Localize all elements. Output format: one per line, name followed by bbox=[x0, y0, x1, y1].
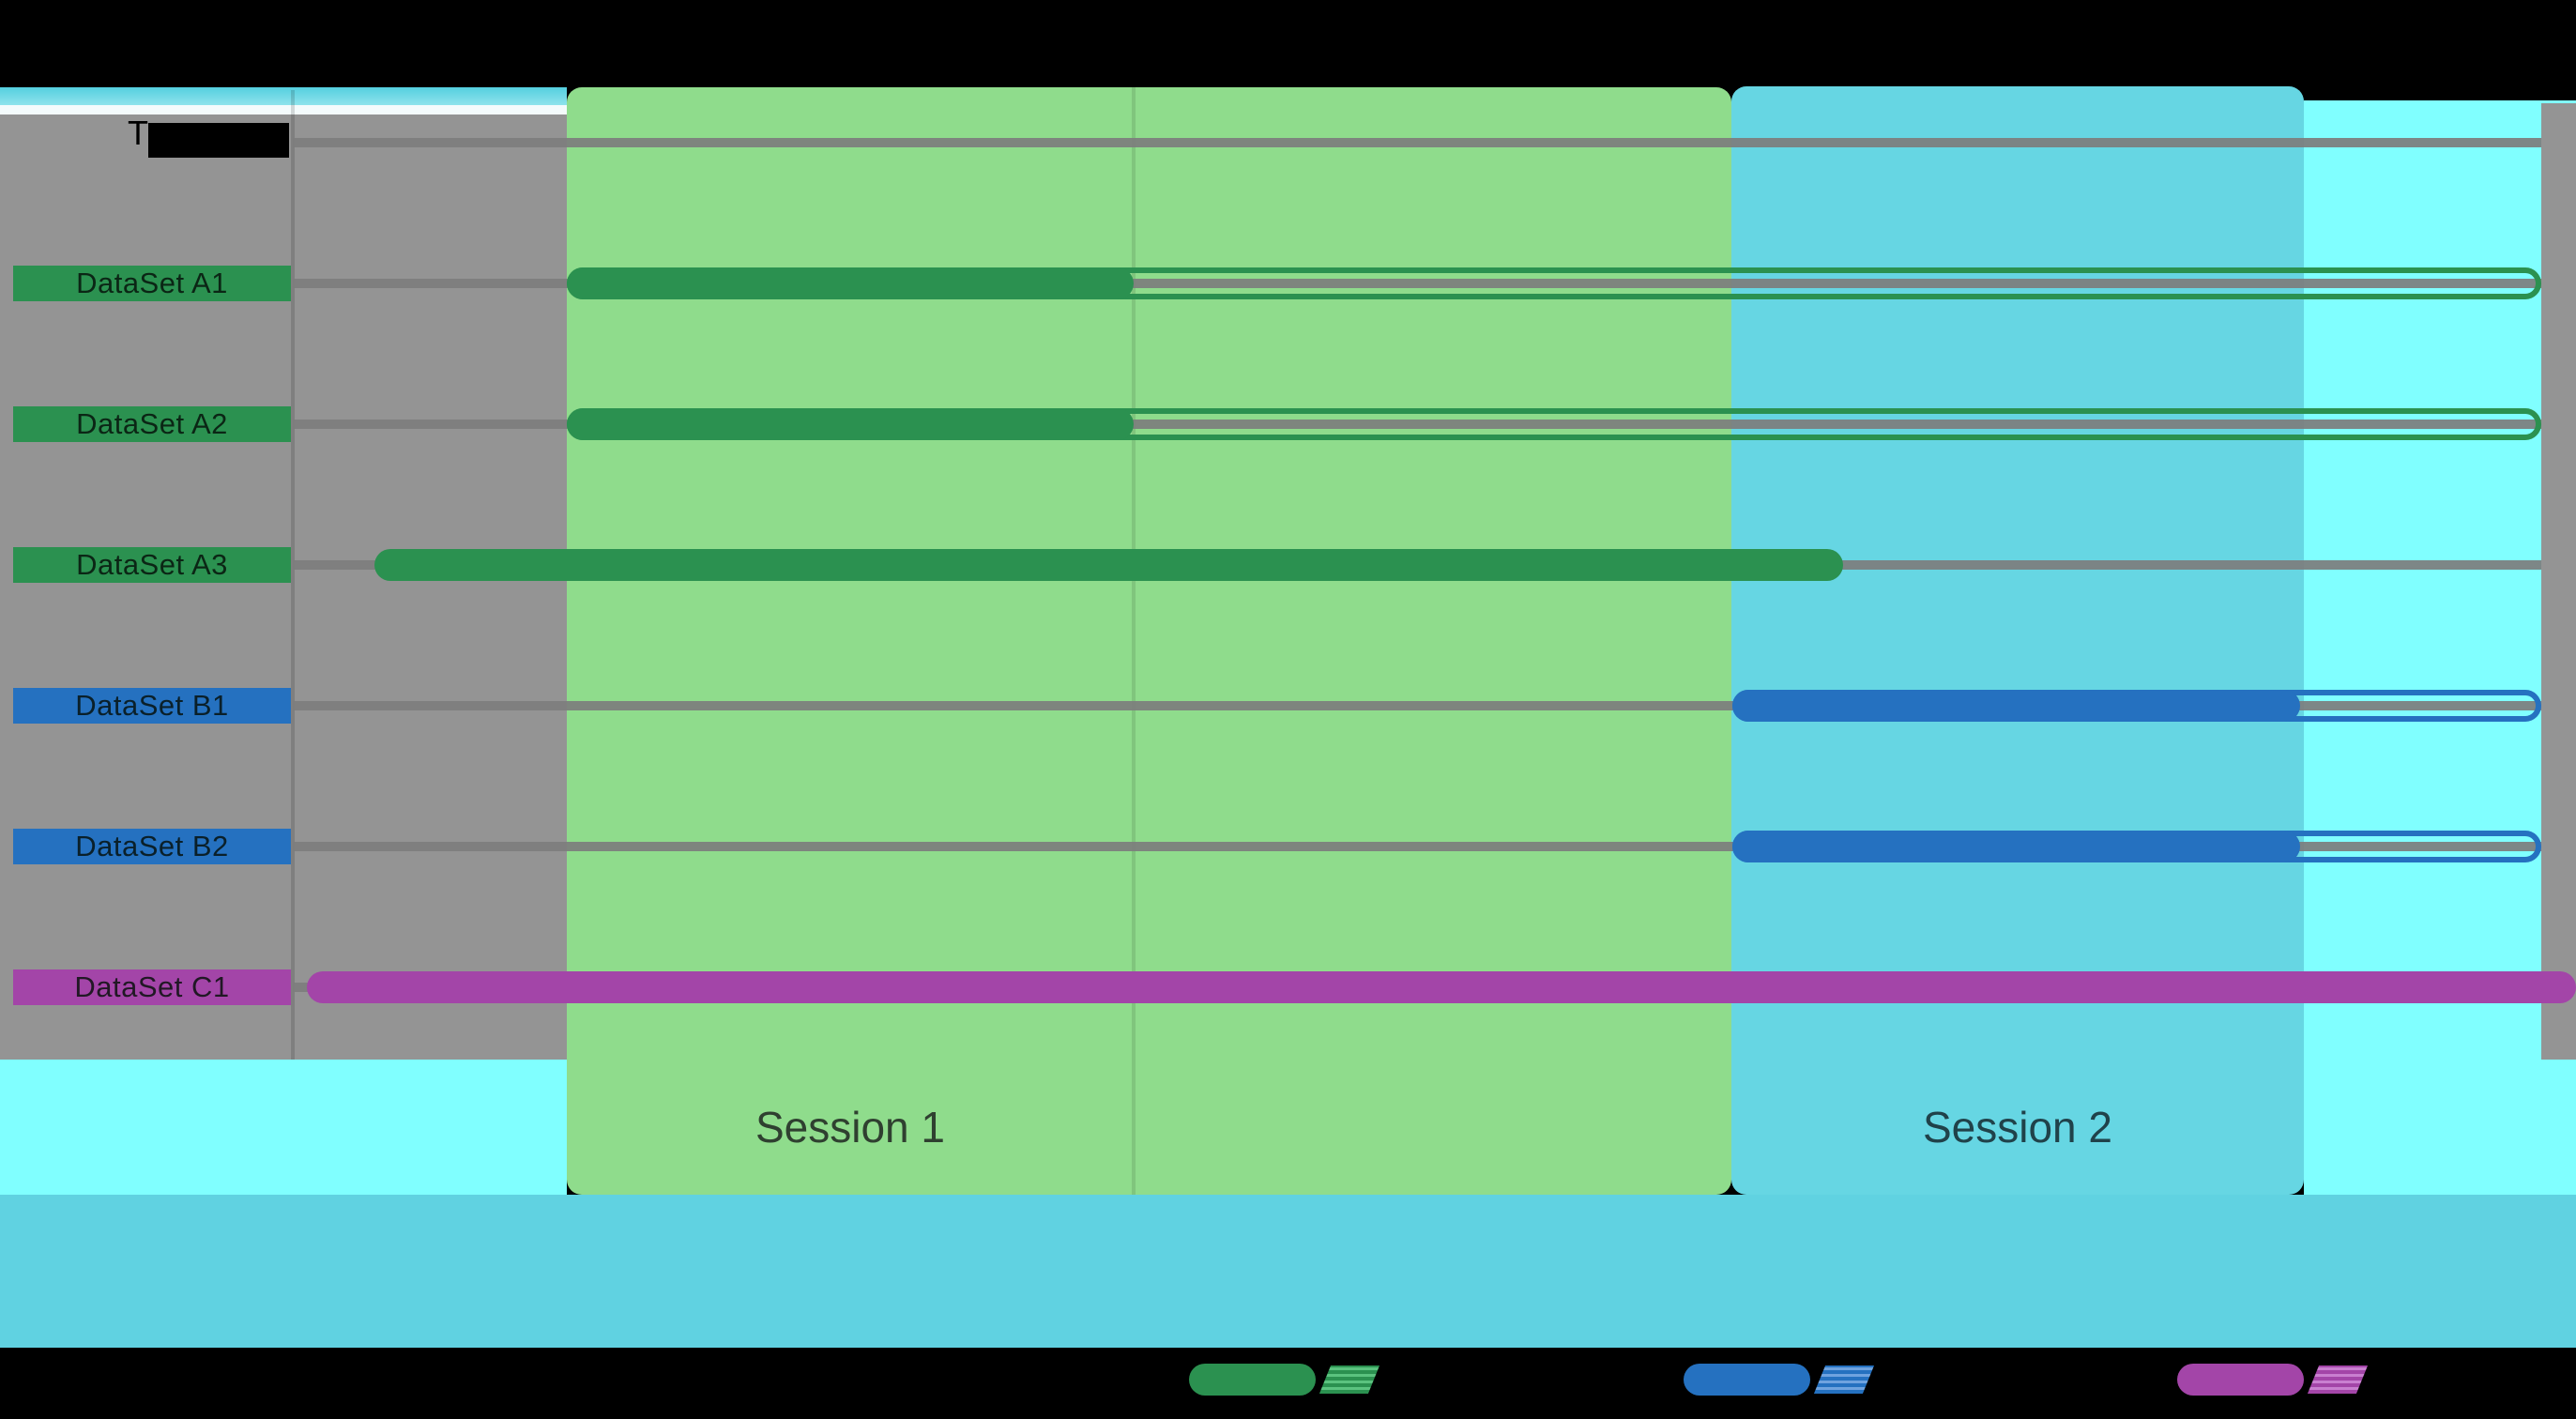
legend-slash-green[interactable] bbox=[1318, 1366, 1380, 1394]
row-gridline bbox=[293, 138, 2541, 147]
axis-header-redaction-box bbox=[148, 123, 289, 158]
session2-label: Session 2 bbox=[1922, 1103, 2113, 1152]
row-gridline bbox=[293, 701, 2541, 710]
row-label: DataSet A2 bbox=[13, 406, 291, 442]
axis-header-label: T bbox=[128, 114, 148, 152]
row-gridline bbox=[293, 842, 2541, 851]
row-label: DataSet C1 bbox=[13, 969, 291, 1005]
bottom-teal-band bbox=[0, 1195, 2576, 1348]
plot-background bbox=[0, 114, 567, 1060]
legend-marker-green[interactable] bbox=[1189, 1364, 1316, 1396]
row-label: DataSet A1 bbox=[13, 266, 291, 301]
right-cyan-band bbox=[2304, 100, 2576, 1195]
task-bar bbox=[307, 971, 2576, 1003]
task-bar bbox=[1732, 831, 2300, 862]
legend-slash-purple[interactable] bbox=[2307, 1366, 2369, 1394]
row-label: DataSet B1 bbox=[13, 688, 291, 724]
row-label: DataSet B2 bbox=[13, 829, 291, 864]
row-label: DataSet A3 bbox=[13, 547, 291, 583]
session1-band bbox=[567, 87, 1731, 1195]
task-bar bbox=[1732, 690, 2300, 722]
row-gridline bbox=[293, 420, 2541, 429]
task-bar bbox=[567, 267, 1134, 299]
row-gridline bbox=[293, 279, 2541, 288]
session1-label: Session 1 bbox=[755, 1103, 946, 1152]
legend-marker-purple[interactable] bbox=[2177, 1364, 2304, 1396]
y-axis-line bbox=[291, 90, 295, 1060]
bottom-cyan-left bbox=[0, 1060, 567, 1195]
top-cyan-strip bbox=[0, 87, 567, 105]
legend-marker-blue[interactable] bbox=[1684, 1364, 1810, 1396]
vertical-gridline bbox=[1132, 87, 1136, 1195]
legend-slash-blue[interactable] bbox=[1813, 1366, 1875, 1394]
task-bar bbox=[567, 408, 1134, 440]
task-bar bbox=[374, 549, 1843, 581]
top-white-strip bbox=[0, 105, 567, 114]
session2-band bbox=[1731, 86, 2304, 1195]
right-gray-margin bbox=[2541, 103, 2576, 1060]
